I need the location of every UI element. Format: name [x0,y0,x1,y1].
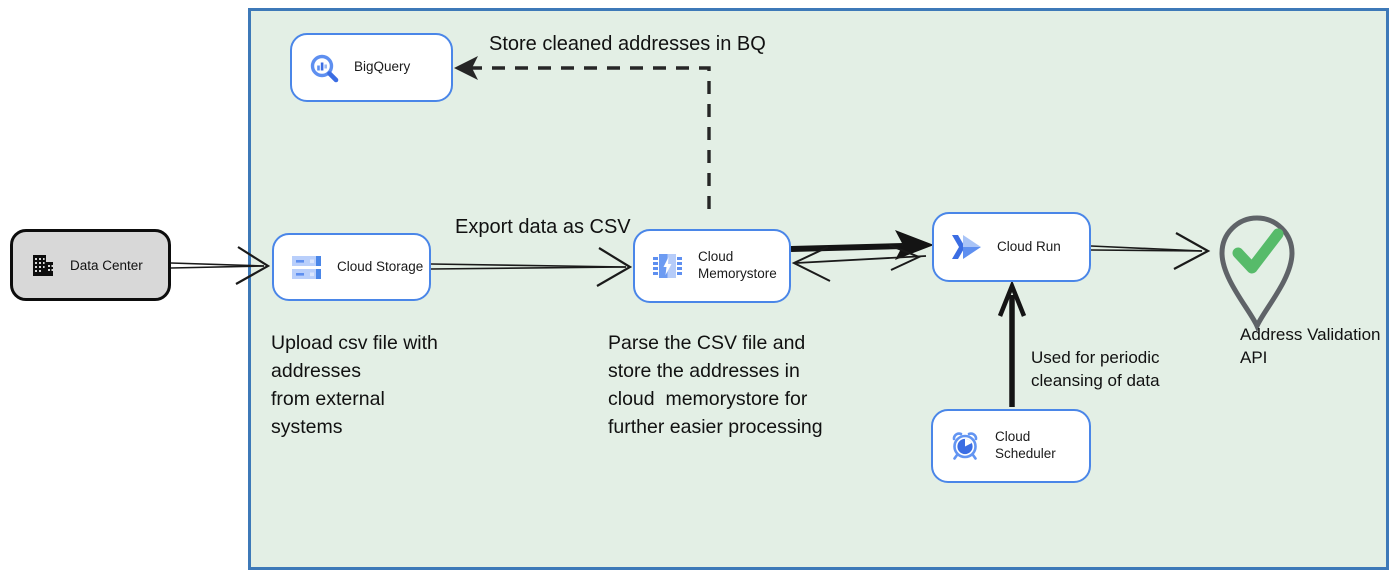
node-data-center[interactable]: Data Center [10,229,171,301]
cloud-scheduler-icon [950,431,980,461]
node-cloud-scheduler[interactable]: Cloud Scheduler [931,409,1091,483]
node-bigquery[interactable]: BigQuery [290,33,453,102]
cloud-run-icon [951,234,982,260]
node-label: Cloud Memorystore [698,249,777,281]
annotation-periodic-cleansing: Used for periodic cleansing of data [1031,348,1160,390]
building-icon [29,252,56,279]
annotation-export-data-csv: Export data as CSV [455,216,631,238]
address-validation-api-label: Address Validation API [1240,325,1381,367]
node-label: Cloud Scheduler [995,429,1056,461]
map-pin-checkmark-icon[interactable] [1216,206,1298,332]
node-cloud-run[interactable]: Cloud Run [932,212,1091,282]
node-label: BigQuery [354,59,411,75]
node-cloud-memorystore[interactable]: Cloud Memorystore [633,229,791,303]
annotation-upload-csv: Upload csv file with addresses from exte… [271,332,438,438]
node-label: Cloud Storage [337,258,424,274]
node-label: Data Center [70,257,143,273]
memorystore-icon [652,251,683,281]
node-cloud-storage[interactable]: Cloud Storage [272,233,431,301]
bigquery-icon [309,53,339,83]
cloud-storage-icon [291,254,322,281]
annotation-parse-csv: Parse the CSV file and store the address… [608,332,823,438]
annotation-store-cleaned-addresses: Store cleaned addresses in BQ [489,33,766,55]
node-label: Cloud Run [997,238,1061,254]
